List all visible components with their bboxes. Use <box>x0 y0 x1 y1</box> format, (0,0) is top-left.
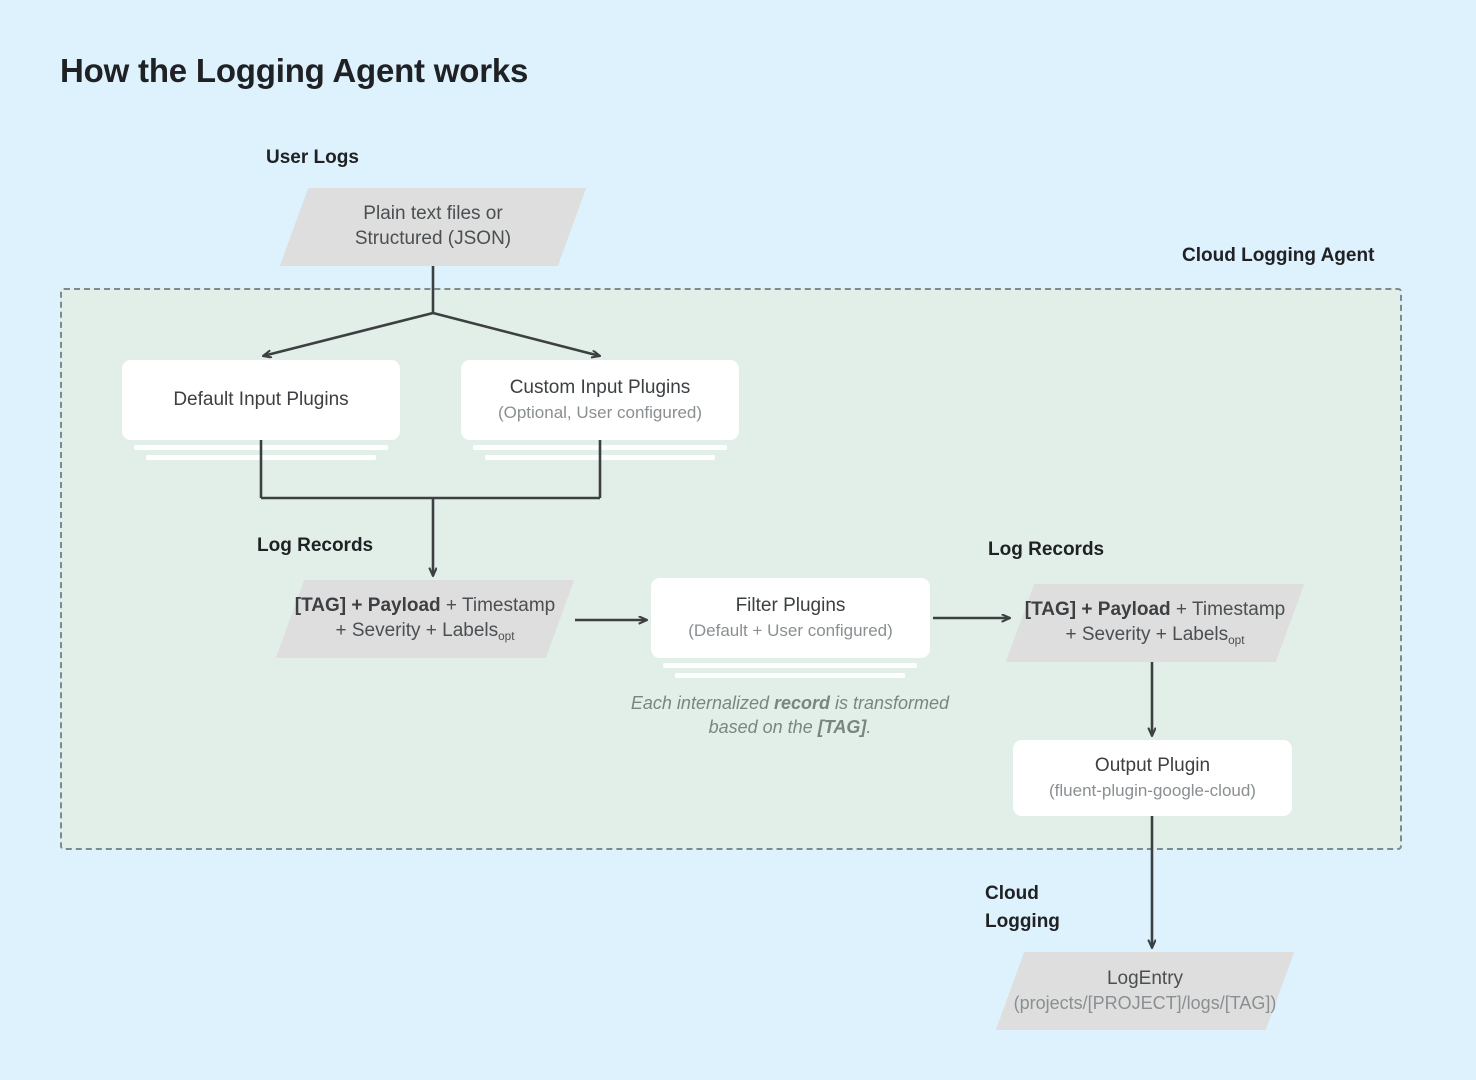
label-user-logs: User Logs <box>266 147 359 168</box>
node-user-logs-source-text: Plain text files or Structured (JSON) <box>294 188 572 266</box>
filter-plugins-stack-2 <box>675 673 905 678</box>
output-plugin-subtitle: (fluent-plugin-google-cloud) <box>1049 781 1256 801</box>
log-record-right-line1-rest: + Timestamp <box>1170 599 1286 621</box>
filter-transform-caption: Each internalized record is transformed … <box>620 692 960 740</box>
node-log-record-right: [TAG] + Payload + Timestamp + Severity +… <box>1005 584 1305 662</box>
caption-part1: Each internalized <box>630 693 774 713</box>
user-logs-line1: Plain text files or <box>363 203 503 225</box>
node-log-record-left-text: [TAG] + Payload + Timestamp + Severity +… <box>290 580 560 658</box>
node-filter-plugins[interactable]: Filter Plugins (Default + User configure… <box>651 578 930 658</box>
log-record-right-subscript: opt <box>1228 634 1245 647</box>
log-record-left-line2: + Severity + Labelsopt <box>335 619 514 644</box>
log-entry-subtitle: (projects/[PROJECT]/logs/[TAG]) <box>1013 992 1277 1013</box>
log-record-right-line1: [TAG] + Payload + Timestamp <box>1025 598 1285 623</box>
node-default-input-plugins[interactable]: Default Input Plugins <box>122 360 400 440</box>
label-log-records-right: Log Records <box>988 539 1105 560</box>
node-log-record-right-text: [TAG] + Payload + Timestamp + Severity +… <box>1020 584 1290 662</box>
caption-bold-tag: [TAG] <box>817 716 867 737</box>
node-log-entry: LogEntry (projects/[PROJECT]/logs/[TAG]) <box>995 952 1295 1030</box>
node-log-record-left: [TAG] + Payload + Timestamp + Severity +… <box>275 580 575 658</box>
user-logs-line2: Structured (JSON) <box>354 228 512 249</box>
filter-plugins-stack-1 <box>663 663 917 668</box>
node-output-plugin[interactable]: Output Plugin (fluent-plugin-google-clou… <box>1013 740 1292 816</box>
custom-input-plugins-stack-1 <box>473 445 727 450</box>
label-cloud-logging-agent: Cloud Logging Agent <box>1182 245 1375 266</box>
log-entry-title: LogEntry <box>1106 967 1184 989</box>
log-record-left-subscript: opt <box>498 630 515 643</box>
default-input-plugins-stack-1 <box>134 445 388 450</box>
caption-part3: . <box>866 716 872 737</box>
custom-input-plugins-subtitle: (Optional, User configured) <box>497 403 703 423</box>
log-record-left-line2-text: + Severity + Labels <box>335 620 499 641</box>
node-user-logs-source: Plain text files or Structured (JSON) <box>279 188 587 266</box>
caption-part2: is transformed based on the <box>708 693 950 737</box>
log-record-left-line1: [TAG] + Payload + Timestamp <box>295 594 555 619</box>
log-record-left-line1-rest: + Timestamp <box>440 595 556 617</box>
page-title: How the Logging Agent works <box>60 52 529 89</box>
log-record-right-line1-bold: [TAG] + Payload <box>1024 599 1171 621</box>
filter-plugins-title: Filter Plugins <box>735 595 846 617</box>
default-input-plugins-title: Default Input Plugins <box>173 389 349 411</box>
log-record-right-line2: + Severity + Labelsopt <box>1065 623 1244 648</box>
label-log-records-left: Log Records <box>257 535 374 556</box>
default-input-plugins-stack-2 <box>146 455 376 460</box>
custom-input-plugins-stack-2 <box>485 455 715 460</box>
log-record-left-line1-bold: [TAG] + Payload <box>294 595 441 617</box>
log-record-right-line2-text: + Severity + Labels <box>1065 624 1229 645</box>
caption-bold-record: record <box>774 693 831 713</box>
custom-input-plugins-title: Custom Input Plugins <box>509 377 691 399</box>
node-log-entry-text: LogEntry (projects/[PROJECT]/logs/[TAG]) <box>1010 952 1280 1030</box>
node-custom-input-plugins[interactable]: Custom Input Plugins (Optional, User con… <box>461 360 739 440</box>
filter-plugins-subtitle: (Default + User configured) <box>688 621 893 641</box>
output-plugin-title: Output Plugin <box>1094 755 1211 777</box>
label-cloud-logging: Cloud Logging <box>985 883 1060 932</box>
